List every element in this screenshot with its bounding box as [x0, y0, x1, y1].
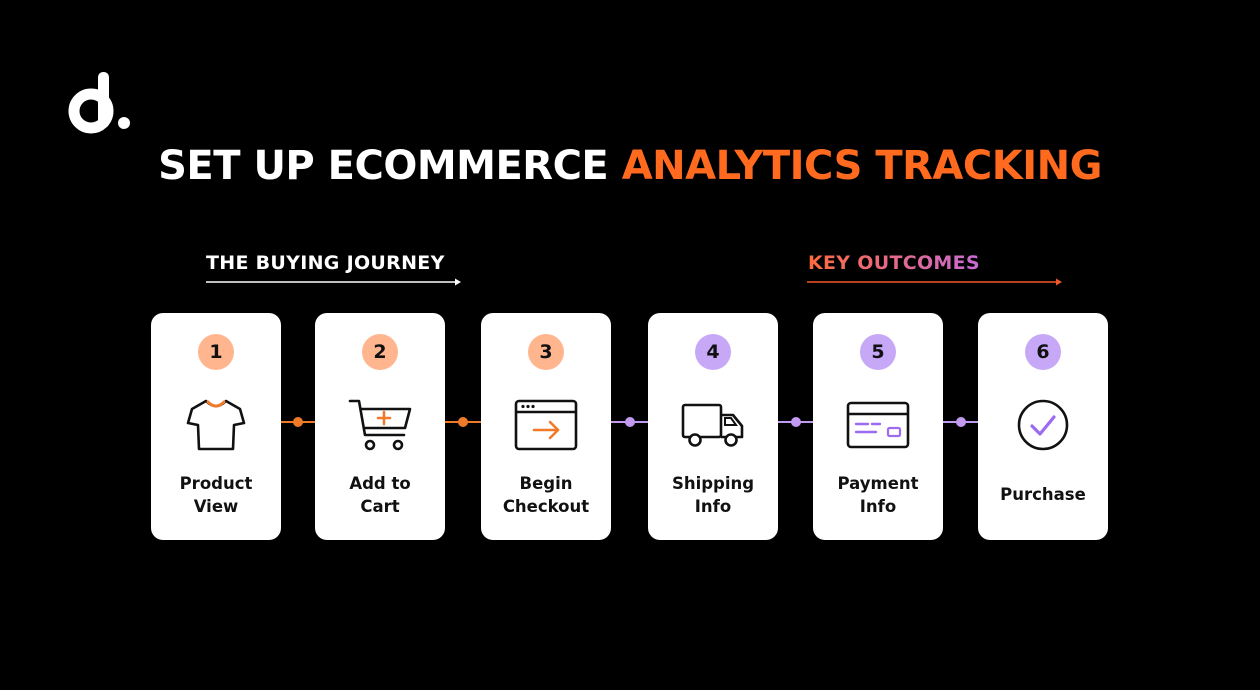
step-number-badge: 4: [695, 334, 731, 370]
buying-journey-arrow: [206, 278, 461, 286]
key-outcomes-arrow: [807, 278, 1062, 286]
step-number-badge: 1: [198, 334, 234, 370]
connector-2-3: [445, 417, 481, 427]
connector-3-4: [611, 417, 648, 427]
buying-journey-label: THE BUYING JOURNEY: [206, 252, 445, 274]
credit-card-icon: [846, 401, 910, 449]
title-main: SET UP ECOMMERCE: [158, 143, 609, 189]
title-accent: ANALYTICS TRACKING: [621, 143, 1103, 189]
step-number-badge: 5: [860, 334, 896, 370]
step-number-badge: 2: [362, 334, 398, 370]
t-shirt-icon: [186, 399, 246, 451]
brand-logo: [68, 72, 130, 134]
step-number-badge: 3: [528, 334, 564, 370]
browser-window-arrow-icon: [514, 399, 578, 451]
connector-1-2: [281, 417, 315, 427]
connector-5-6: [943, 417, 978, 427]
key-outcomes-label: KEY OUTCOMES: [808, 252, 980, 274]
step-card-purchase: 6 Purchase: [978, 313, 1108, 540]
connector-4-5: [778, 417, 813, 427]
step-label: Purchase: [1000, 485, 1086, 504]
page-title: SET UP ECOMMERCE ANALYTICS TRACKING: [0, 143, 1260, 189]
step-number-badge: 6: [1025, 334, 1061, 370]
shopping-cart-icon: [348, 399, 412, 451]
check-circle-icon: [1017, 399, 1069, 451]
delivery-truck-icon: [681, 403, 744, 447]
